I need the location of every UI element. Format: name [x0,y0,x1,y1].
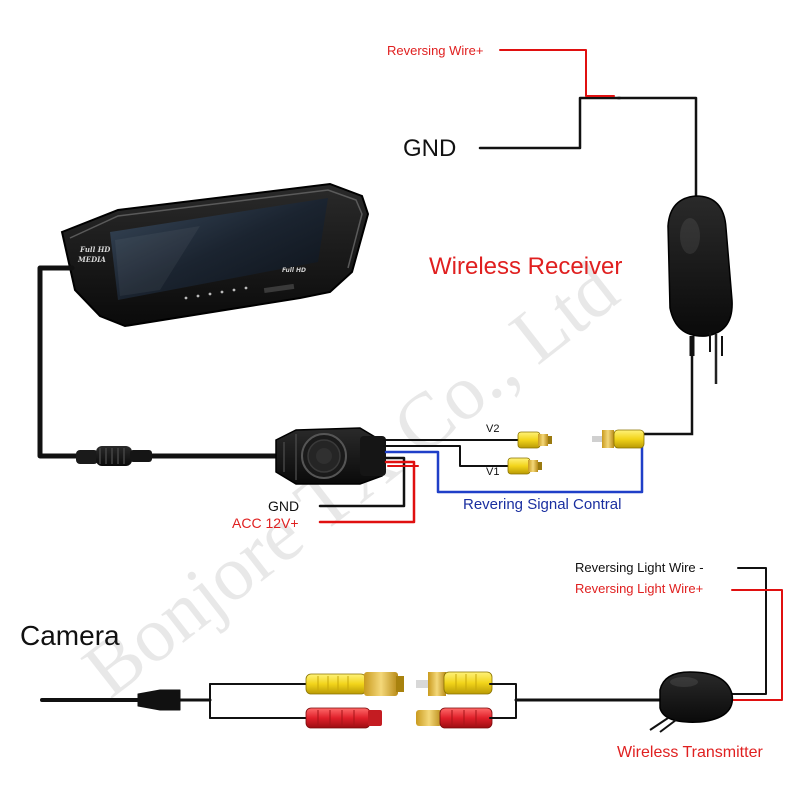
acc-12v-label: ACC 12V+ [232,515,299,531]
receiver-rca-plug [592,429,645,449]
mirror-monitor: Full HD MEDIA Full HD [60,182,370,328]
transmitter-power-plug [416,707,493,729]
mirror-brand-line1: Full HD [79,245,111,254]
gnd-top-label: GND [403,135,457,162]
camera-power-jack [305,707,382,729]
camera-video-rca [305,672,404,696]
main-harness [37,265,83,459]
splitter-wires [318,438,644,524]
reversing-wire-plus-label: Reversing Wire+ [387,43,484,58]
transmitter-video-rca [416,671,493,696]
wireless-transmitter-label: Wireless Transmitter [617,744,763,761]
v2-rca-jack [517,431,552,449]
wireless-transmitter [649,671,734,733]
camera-label: Camera [20,620,120,651]
mirror-screen [110,198,328,300]
wireless-receiver-label: Wireless Receiver [429,253,623,280]
mirror-buttons [184,286,248,300]
reversing-light-minus-label: Reversing Light Wire - [575,560,704,575]
mirror-badge: Full HD [282,267,306,274]
reversing-signal-label: Revering Signal Contral [463,496,622,513]
camera-cable [40,683,311,719]
receiver-power-wires [478,49,698,200]
transmitter-wires [489,567,783,719]
gnd-power-label: GND [268,498,300,514]
v1-label: V1 [486,466,500,478]
v1-rca-jack [507,457,542,475]
splitter-box [275,427,386,485]
harness-connector [76,446,278,466]
reversing-light-plus-label: Reversing Light Wire+ [575,581,704,596]
v2-label: V2 [486,423,500,435]
wireless-receiver [642,195,733,436]
mirror-brand-line2: MEDIA [77,255,106,264]
